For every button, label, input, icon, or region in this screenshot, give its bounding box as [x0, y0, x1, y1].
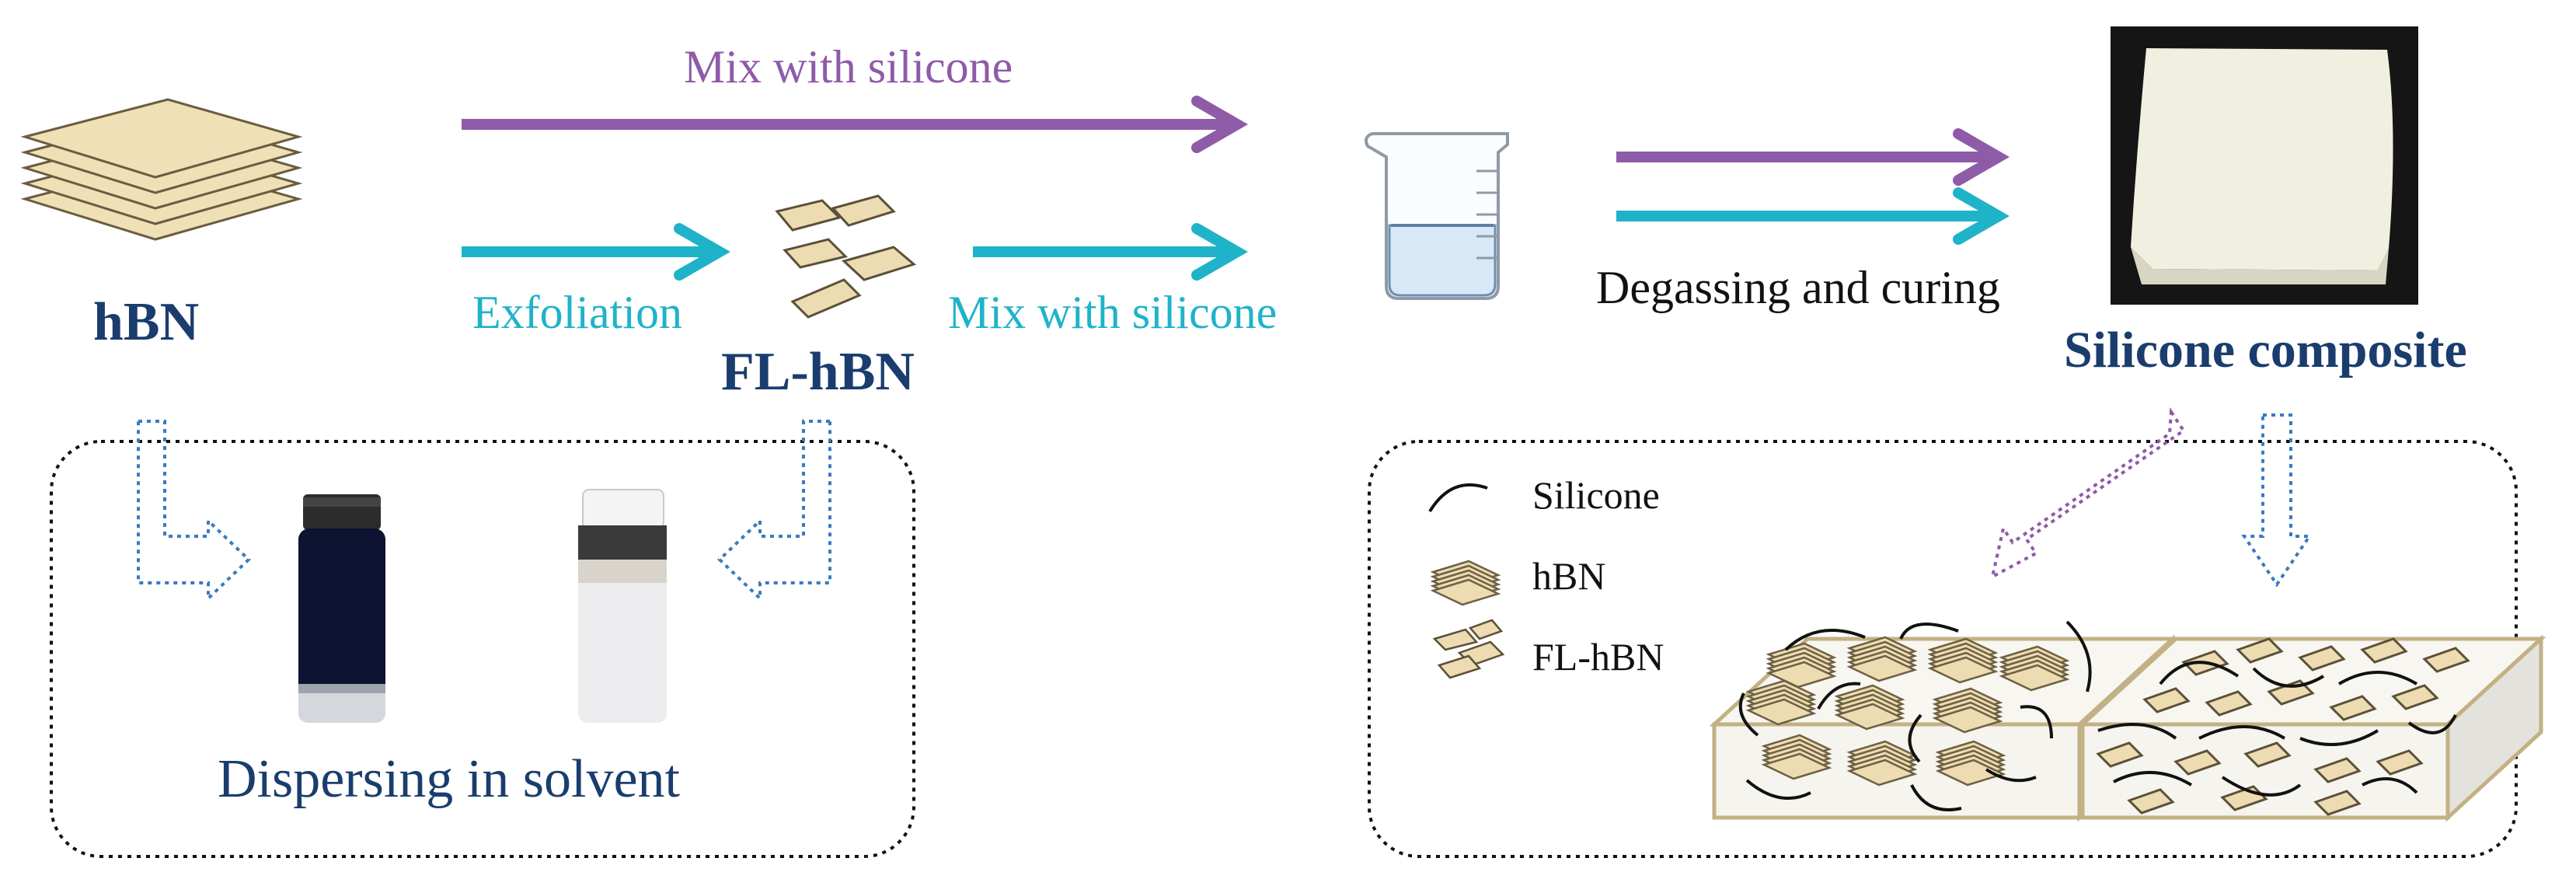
silicone-sample-photo: [2111, 26, 2418, 305]
degassing-arrow-purple: [1616, 128, 2010, 186]
exfoliation-arrow: [462, 223, 731, 281]
hbn-dispersion-arrow: [137, 420, 251, 602]
degassing-curing-label: Degassing and curing: [1596, 262, 2000, 313]
hbn-label: hBN: [93, 292, 200, 352]
fl-hbn-legend-icon: [1432, 619, 1505, 679]
exfoliation-label: Exfoliation: [472, 287, 682, 338]
degassing-arrow-teal: [1616, 187, 2010, 245]
fl-hbn-flakes-icon: [775, 194, 917, 319]
vial-white-photo: [578, 489, 667, 723]
composite-structure-panel: [1368, 440, 2518, 858]
dispersion-panel: [50, 440, 915, 858]
legend-hbn-label: hBN: [1532, 554, 1606, 598]
beaker-icon: [1365, 132, 1509, 300]
mix-with-silicone-top-label: Mix with silicone: [684, 41, 1013, 92]
mix-arrow-purple: [462, 96, 1249, 153]
vial-dark-photo: [298, 494, 385, 723]
fl-hbn-label: FL-hBN: [721, 342, 915, 402]
silicone-composite-label: Silicone composite: [2064, 322, 2467, 378]
composite-arrow-blue: [2241, 413, 2313, 588]
mix-arrow-teal: [973, 223, 1249, 281]
hbn-legend-icon: [1431, 560, 1500, 606]
mix-with-silicone-bottom-label: Mix with silicone: [948, 287, 1278, 338]
fl-hbn-composite-block: [2077, 634, 2546, 822]
composite-arrow-purple: [1990, 407, 2186, 580]
hbn-stack-icon: [20, 98, 303, 241]
silicone-legend-icon: [1428, 483, 1488, 513]
legend-silicone-label: Silicone: [1532, 473, 1660, 517]
fl-hbn-dispersion-arrow: [717, 420, 831, 602]
dispersing-in-solvent-label: Dispersing in solvent: [218, 749, 680, 809]
legend-fl-hbn-label: FL-hBN: [1532, 635, 1664, 678]
